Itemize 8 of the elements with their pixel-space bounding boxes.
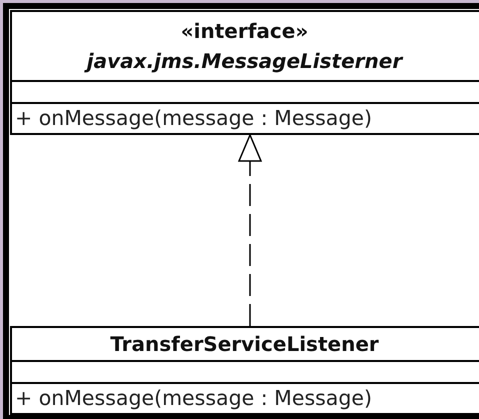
stereotype: «interface»: [180, 19, 310, 43]
realization-arrow: [238, 134, 262, 326]
class-box: [10, 10, 479, 135]
operation: + onMessage(message : Message): [14, 385, 372, 412]
class-name: TransferServiceListener: [109, 332, 380, 356]
class-box: [10, 326, 479, 415]
operation: + onMessage(message : Message): [14, 105, 372, 132]
class-name: javax.jms.MessageListerner: [12, 49, 477, 73]
